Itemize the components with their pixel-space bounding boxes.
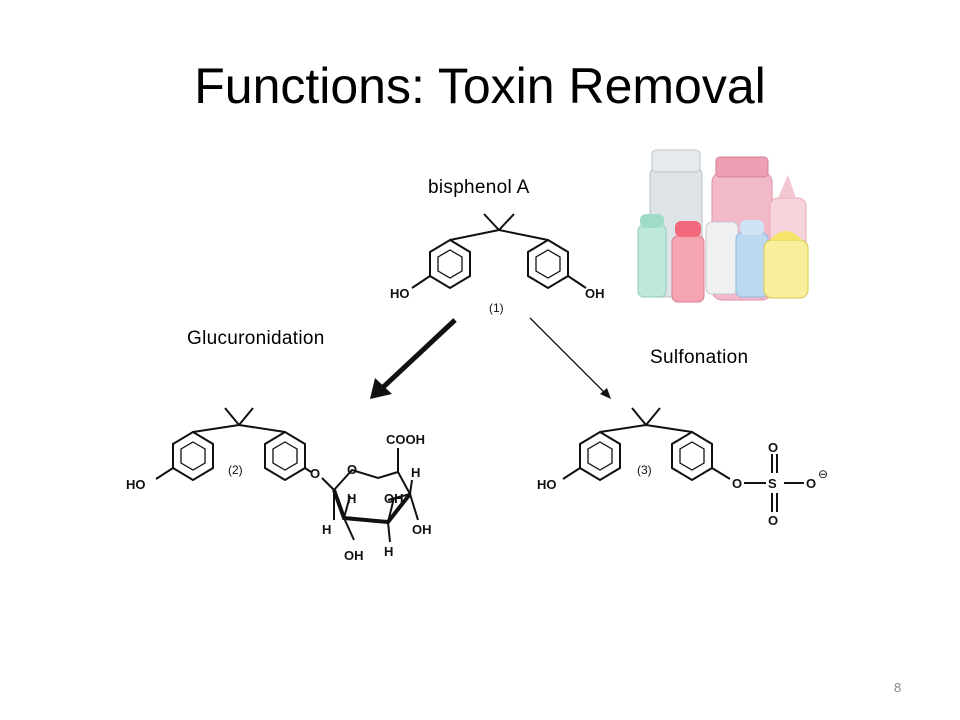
sulfonation-label: Sulfonation <box>650 347 749 368</box>
sugar-h-4: H <box>384 544 393 559</box>
sulfonation-arrow <box>529 317 607 395</box>
slide-title: Functions: Toxin Removal <box>194 58 766 114</box>
bpa-structure <box>411 213 587 290</box>
sugar-hydroxyl-3: OH <box>344 548 364 563</box>
sugar-h-1: H <box>411 465 420 480</box>
glucuronide-compound-number: (2) <box>228 463 243 477</box>
glucuronidation-label: Glucuronidation <box>187 328 325 349</box>
sugar-hydroxyl-2: OH <box>412 522 432 537</box>
glucuronidation-arrow <box>376 318 457 394</box>
glucuronide-linker-oxygen: O <box>310 466 320 481</box>
glucuronide-structure <box>155 407 419 543</box>
bisphenol-a-label: bisphenol A <box>428 177 530 198</box>
sugar-h-2: H <box>347 491 356 506</box>
sulfate-compound-number: (3) <box>637 463 652 477</box>
sugar-ring-oxygen: O <box>347 462 357 477</box>
carboxyl-group: COOH <box>386 432 425 447</box>
page-number: 8 <box>894 680 902 695</box>
glucuronide-hydroxyl: HO <box>126 477 146 492</box>
anionic-oxygen: O <box>806 476 816 491</box>
glucuronidation-arrowhead <box>370 378 392 399</box>
top-oxygen: O <box>768 440 778 455</box>
bpa-compound-number: (1) <box>489 301 504 315</box>
ester-oxygen: O <box>732 476 742 491</box>
sugar-hydroxyl-1: OH <box>384 491 404 506</box>
baby-bottles-image <box>637 149 809 303</box>
bpa-left-hydroxyl: HO <box>390 286 410 301</box>
sulfate-hydroxyl: HO <box>537 477 557 492</box>
sugar-h-3: H <box>322 522 331 537</box>
bottom-oxygen: O <box>768 513 778 528</box>
sulfate-structure <box>562 407 804 512</box>
bpa-right-hydroxyl: OH <box>585 286 605 301</box>
negative-charge: ⊖ <box>818 467 828 481</box>
sulfonation-arrowhead <box>600 388 611 399</box>
sulfur-atom: S <box>768 476 777 491</box>
